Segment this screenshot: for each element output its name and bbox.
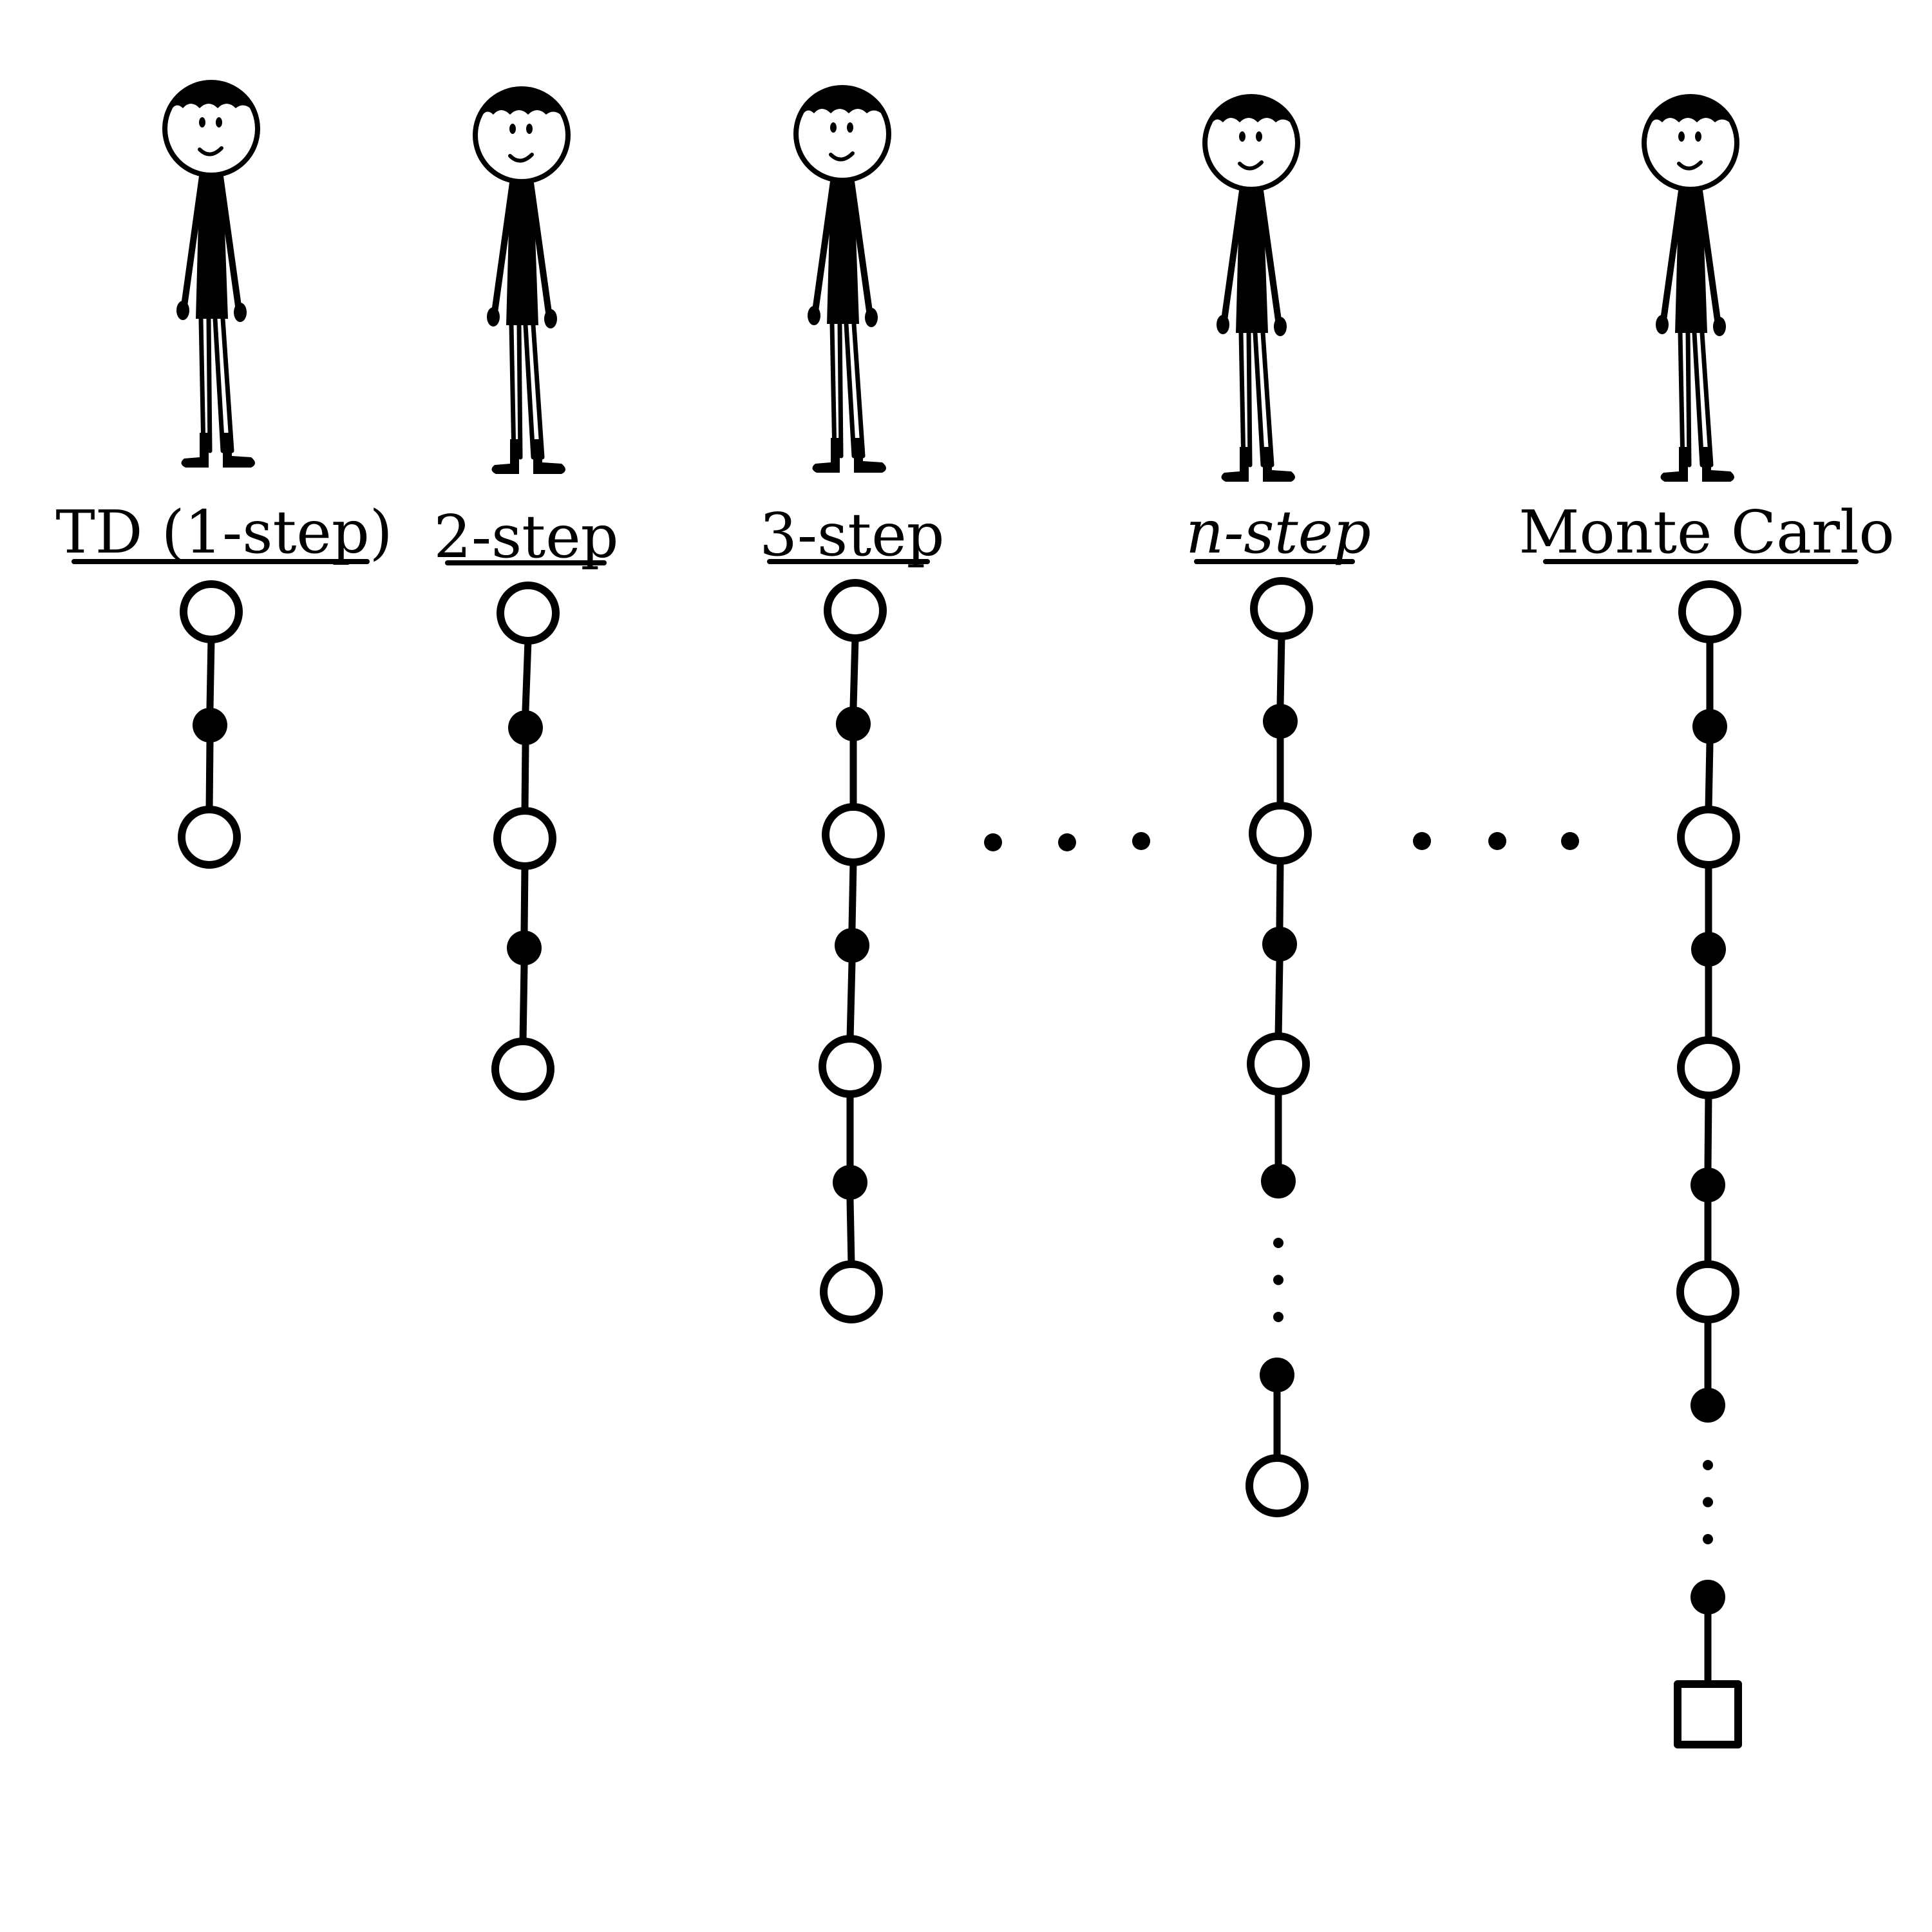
state-node [1677, 1036, 1740, 1099]
chain-edge [522, 637, 532, 714]
action-node [1690, 1388, 1725, 1423]
action-node [833, 1165, 867, 1200]
state-node [178, 806, 241, 869]
action-node [1263, 704, 1298, 739]
terminal-node [1674, 1680, 1742, 1748]
chain-edge [846, 959, 856, 1043]
state-node [491, 1037, 554, 1101]
backup-chain-2-step [491, 582, 560, 1101]
chain-edge [206, 636, 215, 712]
chain-edge [521, 741, 529, 815]
chain-edge [846, 1196, 855, 1268]
labels-group: TD (1-step) 2-step 3-step n-step Monte C… [55, 498, 1894, 571]
state-node [820, 1260, 883, 1323]
action-node [508, 710, 543, 745]
chain-edge [1705, 740, 1714, 813]
chain-edge [1704, 1092, 1712, 1171]
action-node [836, 706, 871, 741]
label-3-step: 3-step [759, 500, 944, 569]
action-node [507, 931, 542, 965]
backup-chain-3-step [819, 579, 887, 1323]
label-n-step: n-step [1186, 498, 1371, 567]
label-td-1-step: TD (1-step) [55, 498, 392, 567]
chain-edge [205, 739, 214, 813]
state-node [1249, 802, 1312, 865]
action-node [835, 928, 869, 963]
chain-edge [520, 862, 529, 934]
horizontal-ellipsis-1 [984, 832, 1150, 851]
state-node [822, 803, 885, 866]
state-node [1250, 577, 1313, 640]
chain-edge [1276, 632, 1285, 708]
horizontal-ellipsis-2 [1413, 832, 1579, 850]
stick-figure-icon [1202, 94, 1300, 482]
stick-figure-icon [1642, 94, 1739, 482]
chain-edge [1274, 958, 1283, 1040]
chain-edge [848, 858, 857, 932]
state-node [180, 580, 243, 643]
stick-figure-icon [793, 85, 891, 473]
chain-edge [849, 634, 859, 710]
stick-figure-icon [473, 86, 571, 474]
backup-chain-td-1-step [178, 580, 243, 869]
chains-group [178, 577, 1742, 1748]
figures-group [162, 80, 1739, 482]
action-node [1690, 1168, 1725, 1202]
label-monte-carlo: Monte Carlo [1519, 498, 1895, 567]
state-node [1678, 580, 1741, 643]
label-2-step: 2-step [433, 502, 618, 571]
vertical-ellipsis [1703, 1460, 1713, 1544]
backup-chain-monte-carlo [1674, 580, 1742, 1748]
state-node [1245, 1454, 1309, 1517]
state-node [1676, 1260, 1739, 1323]
state-node [819, 1035, 882, 1098]
action-node [1692, 709, 1727, 744]
action-node [1260, 1358, 1294, 1392]
stick-figure-icon [162, 80, 260, 468]
action-node [1261, 1164, 1296, 1198]
backup-chain-n-step [1245, 577, 1313, 1517]
chain-edge [519, 961, 528, 1045]
state-node [493, 807, 556, 870]
vertical-ellipsis [1273, 1238, 1283, 1322]
state-node [1677, 806, 1740, 869]
state-node [1247, 1032, 1310, 1095]
action-node [193, 708, 227, 743]
action-node [1691, 932, 1726, 967]
action-node [1690, 1580, 1725, 1615]
state-node [824, 579, 887, 642]
action-node [1262, 927, 1297, 961]
state-node [497, 582, 560, 645]
